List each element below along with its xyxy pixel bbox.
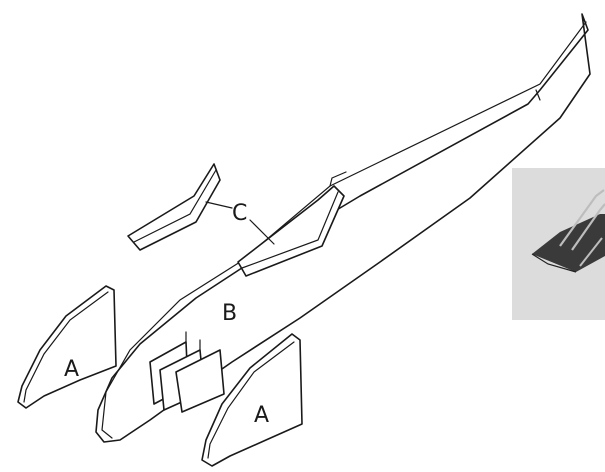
label-c: C [232,201,247,226]
label-b: B [222,301,237,326]
fin-right-part [201,333,303,467]
stabilizer-part-lower [237,185,345,277]
label-c-leader-lower [249,219,275,245]
label-a-left: A [64,357,79,382]
clip-plates [149,331,225,413]
label-a-right: A [254,403,269,428]
stabilizer-part-upper [127,163,221,251]
binder-clip-photo [512,168,605,320]
fuselage-part [95,13,591,443]
label-c-leader-upper [205,201,233,209]
fin-left-part [17,285,117,409]
binder-clip-icon [531,189,605,273]
